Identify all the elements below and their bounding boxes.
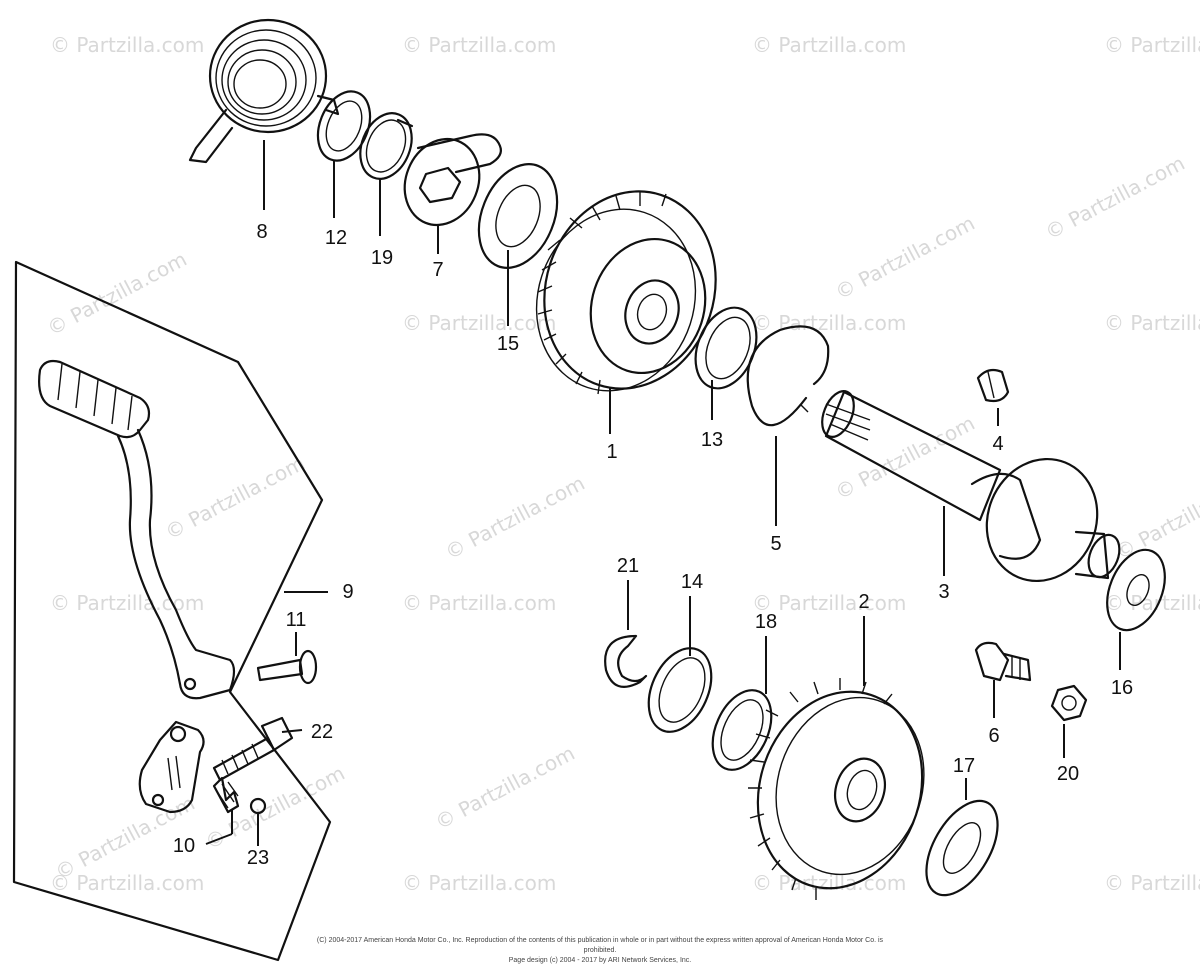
watermark-text: © Partzilla.com (402, 591, 556, 615)
part-19-circlip (359, 112, 414, 180)
callout-13: 13 (701, 429, 723, 451)
part-9-outline (12, 260, 332, 962)
callout-12: 12 (325, 227, 347, 249)
part-10-spring (212, 776, 240, 814)
copyright-footer: (C) 2004-2017 American Honda Motor Co., … (300, 936, 900, 966)
watermark-text: © Partzilla.com (201, 761, 349, 855)
callout-11: 11 (286, 609, 307, 631)
watermark-text: © Partzilla.com (50, 871, 204, 895)
part-8-spring (188, 18, 340, 164)
part-11-bolt (256, 649, 318, 685)
part-17-washer (925, 799, 999, 897)
watermark-text: © Partzilla.com (1041, 151, 1189, 245)
leader-lines (205, 140, 1121, 846)
watermark-text: © Partzilla.com (50, 591, 204, 615)
part-12-washer (316, 90, 372, 162)
watermark-text: © Partzilla.com (50, 33, 204, 57)
watermark-text: © Partzilla.com (1104, 591, 1200, 615)
callout-16: 16 (1111, 677, 1133, 699)
part-15-washer (477, 163, 559, 269)
callout-18: 18 (755, 611, 777, 633)
callout-22: 22 (311, 721, 333, 743)
callout-19: 19 (371, 247, 393, 269)
kick-lever-clamp (138, 720, 205, 814)
callout-1: 1 (606, 441, 617, 463)
watermark-text: © Partzilla.com (43, 247, 191, 341)
part-3-spindle (821, 390, 1121, 583)
watermark-text: © Partzilla.com (752, 871, 906, 895)
watermark-text: © Partzilla.com (1104, 311, 1200, 335)
kick-lever (38, 359, 236, 700)
callout-4: 4 (992, 433, 1003, 455)
part-4-cap (976, 368, 1010, 403)
callout-5: 5 (770, 533, 781, 555)
callout-10: 10 (173, 835, 195, 857)
callout-15: 15 (497, 333, 519, 355)
watermark-text: © Partzilla.com (752, 591, 906, 615)
callout-14: 14 (681, 571, 703, 593)
copyright-line: (C) 2004-2017 American Honda Motor Co., … (316, 937, 884, 954)
part-18-washer (711, 689, 773, 771)
callout-23: 23 (247, 847, 269, 869)
watermark-text: © Partzilla.com (1104, 871, 1200, 895)
callout-17: 17 (953, 755, 975, 777)
callout-6: 6 (988, 725, 999, 747)
page-design-line: Page design (c) 2004 - 2017 by ARI Netwo… (508, 957, 692, 964)
callout-2: 2 (858, 591, 869, 613)
watermark-text: © Partzilla.com (161, 451, 309, 545)
callout-20: 20 (1057, 763, 1079, 785)
part-6-bolt (974, 641, 1032, 682)
part-14-washer (647, 647, 713, 733)
part-5-circlip (746, 325, 830, 427)
watermark-text: © Partzilla.com (1111, 471, 1200, 565)
watermark-text: © Partzilla.com (431, 741, 579, 835)
callout-labels: 8 12 19 7 15 1 13 4 5 3 16 21 14 18 2 6 … (173, 221, 1133, 869)
watermark-text: © Partzilla.com (441, 471, 589, 565)
callout-9: 9 (342, 581, 353, 603)
part-1-gear (535, 190, 717, 395)
watermark-text: © Partzilla.com (831, 411, 979, 505)
part-21-circlip (604, 634, 648, 688)
watermark-text: © Partzilla.com (402, 33, 556, 57)
part-7-ratchet-guide (403, 133, 502, 227)
part-16-washer (1106, 548, 1166, 632)
watermark-text: © Partzilla.com (402, 871, 556, 895)
callout-3: 3 (938, 581, 949, 603)
callout-8: 8 (256, 221, 267, 243)
watermark-text: © Partzilla.com (402, 311, 556, 335)
watermark-text: © Partzilla.com (831, 211, 979, 305)
watermark-text: © Partzilla.com (752, 33, 906, 57)
part-20-nut (1050, 684, 1088, 722)
callout-7: 7 (432, 259, 443, 281)
part-22-bolt (212, 716, 294, 782)
watermark-text: © Partzilla.com (1104, 33, 1200, 57)
callout-21: 21 (617, 555, 639, 577)
part-2-gear (748, 678, 925, 900)
part-23-ball (249, 797, 267, 815)
